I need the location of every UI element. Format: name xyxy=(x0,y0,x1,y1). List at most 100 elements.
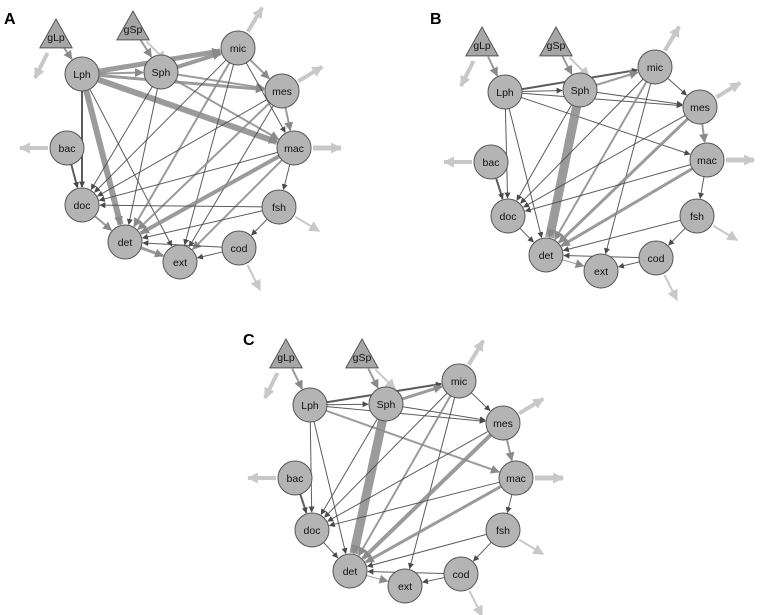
flow-edge-Sph-to-det xyxy=(126,88,158,225)
node-label: gLp xyxy=(47,32,65,44)
compartment-circle xyxy=(485,512,521,548)
node-glp: gLp xyxy=(38,17,74,49)
outflow-arrow xyxy=(263,372,280,400)
flow-edge-det-to-ext xyxy=(366,574,389,584)
node-ext: ext xyxy=(583,253,619,289)
compartment-circle xyxy=(473,144,509,180)
flow-edge-mic-to-mes xyxy=(667,77,687,96)
node-label: mes xyxy=(493,418,513,430)
panel-label-a: A xyxy=(4,11,16,28)
outflow-arrow xyxy=(468,590,483,615)
node-cod: cod xyxy=(443,556,479,592)
outflow-arrow xyxy=(663,25,681,52)
flow-edge-Lph-to-Sph xyxy=(326,401,369,408)
flow-edge-bac-to-doc xyxy=(299,493,308,514)
compartment-circle xyxy=(276,130,312,166)
flow-edge-mic-to-ext xyxy=(604,83,652,255)
flow-edge-Lph-to-Sph xyxy=(521,87,563,94)
flow-edge-bac-to-doc xyxy=(70,164,79,189)
flow-edge-cod-to-ext xyxy=(617,261,640,269)
flow-edge-mic-to-det xyxy=(133,62,231,228)
flow-edge-gLp-to-Lph xyxy=(291,368,303,390)
node-label: Lph xyxy=(301,400,319,412)
node-label: det xyxy=(539,250,554,262)
node-label: Sph xyxy=(152,67,171,79)
flow-edge-mac-to-ext xyxy=(192,159,283,250)
flow-edge-det-to-ext xyxy=(140,246,164,258)
flow-edge-mic-to-det xyxy=(358,395,452,557)
node-lph: Lph xyxy=(487,74,523,110)
node-label: fsh xyxy=(690,211,704,223)
flow-edge-Sph-to-doc xyxy=(90,86,153,191)
node-gsp: gSp xyxy=(115,9,151,41)
outflow-arrow xyxy=(663,274,678,302)
flow-edge-mic-to-doc xyxy=(94,59,227,193)
flow-edge-mes-to-mac xyxy=(284,107,294,132)
flow-edge-Lph-to-ext xyxy=(89,88,173,247)
flow-edge-mes-to-det xyxy=(557,117,689,244)
flow-edge-Sph-to-mes xyxy=(177,73,266,92)
node-cod: cod xyxy=(221,230,257,266)
flow-edge-Lph-to-mes xyxy=(98,73,265,94)
outflow-arrow xyxy=(246,6,264,33)
node-bac: bac xyxy=(277,460,313,496)
compartment-circle xyxy=(443,556,479,592)
flow-edge-mes-to-det xyxy=(361,433,493,560)
compartment-circle xyxy=(162,244,198,280)
node-ext: ext xyxy=(387,568,423,604)
node-label: bac xyxy=(59,143,76,155)
node-label: ext xyxy=(398,581,412,593)
node-label: Lph xyxy=(496,87,514,99)
node-label: mic xyxy=(230,43,246,55)
flow-edge-mic-to-ext xyxy=(408,397,456,570)
compartment-circle xyxy=(220,30,256,66)
compartment-circle xyxy=(387,568,423,604)
compartment-circle xyxy=(264,73,300,109)
flow-edge-mac-to-fsh xyxy=(281,164,291,191)
flow-edge-Sph-to-mac xyxy=(175,79,280,140)
source-triangle xyxy=(464,25,500,57)
flow-edge-mac-to-doc xyxy=(524,164,691,213)
node-fsh: fsh xyxy=(485,512,521,548)
flow-edge-mic-to-mac xyxy=(245,62,286,133)
node-bac: bac xyxy=(473,144,509,180)
compartment-circle xyxy=(294,512,330,548)
node-mic: mic xyxy=(637,49,673,85)
compartment-circle xyxy=(332,553,368,589)
flow-edge-mac-to-doc xyxy=(98,151,278,202)
compartment-circle xyxy=(485,405,521,441)
node-label: gLp xyxy=(473,40,491,52)
node-glp: gLp xyxy=(464,25,500,57)
node-label: fsh xyxy=(272,202,286,214)
flow-edge-det-to-ext xyxy=(562,259,585,269)
flow-edge-cod-to-ext xyxy=(196,251,223,260)
compartment-circle xyxy=(498,460,534,496)
outflow-arrow xyxy=(712,224,739,242)
flow-edge-Lph-to-mac xyxy=(97,76,278,145)
flow-edge-mic-to-det xyxy=(554,81,648,241)
flow-edge-mic-to-doc xyxy=(324,392,448,518)
compartment-circle xyxy=(107,224,143,260)
node-det: det xyxy=(528,237,564,273)
flow-edge-Lph-to-mac xyxy=(520,96,691,156)
source-triangle xyxy=(38,17,74,49)
node-label: gSp xyxy=(353,352,372,364)
flow-edge-Lph-to-mes xyxy=(521,92,683,109)
flow-edge-Sph-to-mic xyxy=(176,51,222,69)
node-label: gSp xyxy=(547,40,566,52)
node-det: det xyxy=(332,553,368,589)
node-sph: Sph xyxy=(368,386,404,422)
node-cod: cod xyxy=(638,240,674,276)
node-ext: ext xyxy=(162,244,198,280)
source-triangle xyxy=(344,337,380,369)
node-fsh: fsh xyxy=(261,189,297,225)
flow-edge-mes-to-doc xyxy=(97,98,268,197)
node-label: gSp xyxy=(124,24,143,36)
compartment-circle xyxy=(368,386,404,422)
flow-edge-Sph-to-det xyxy=(349,419,387,555)
